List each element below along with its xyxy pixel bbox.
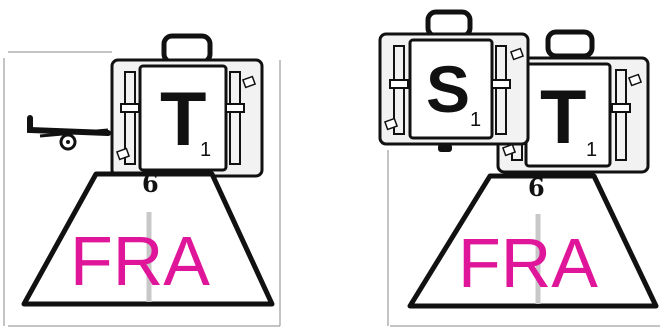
platform-number: 6 <box>528 176 545 200</box>
suitcase-front-letter: S <box>426 56 470 122</box>
right-scene: T 1 S 1 6 FRA <box>334 0 664 331</box>
suitcase-back-letter: T <box>540 80 586 156</box>
left-scene: T 1 6 FRA <box>0 0 330 331</box>
luggage-cart-icon <box>30 118 108 149</box>
suitcase-back-subscript: 1 <box>586 140 597 160</box>
destination-code: FRA <box>458 228 598 298</box>
destination-code: FRA <box>70 226 210 296</box>
suitcase-subscript: 1 <box>200 140 211 160</box>
platform-number: 6 <box>142 172 159 196</box>
suitcase-front-subscript: 1 <box>470 110 481 130</box>
